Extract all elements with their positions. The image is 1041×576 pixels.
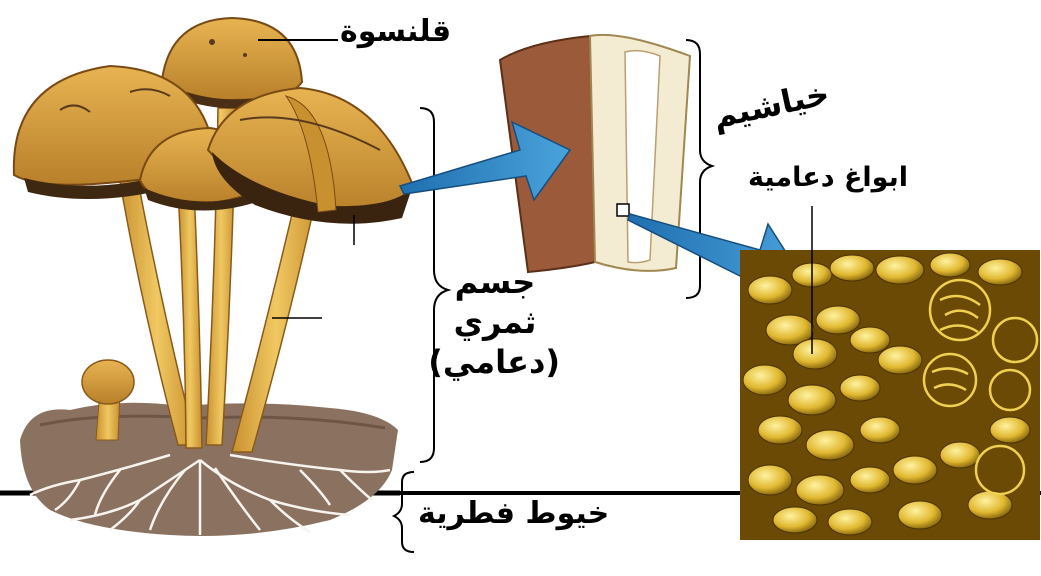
label-fruiting-body-line2: ثمري bbox=[430, 302, 560, 342]
label-fruiting-body: جسم ثمري (دعامي) bbox=[430, 262, 560, 382]
label-cap: قلنسوة bbox=[340, 14, 451, 49]
hyphae-bracket bbox=[394, 472, 414, 552]
label-basidiospores: ابواغ دعامية bbox=[748, 162, 908, 193]
spore-micrograph bbox=[740, 250, 1040, 540]
label-fruiting-body-line3: (دعامي) bbox=[430, 342, 560, 382]
label-hyphae: خيوط فطرية bbox=[418, 496, 609, 531]
label-fruiting-body-line1: جسم bbox=[430, 262, 560, 302]
